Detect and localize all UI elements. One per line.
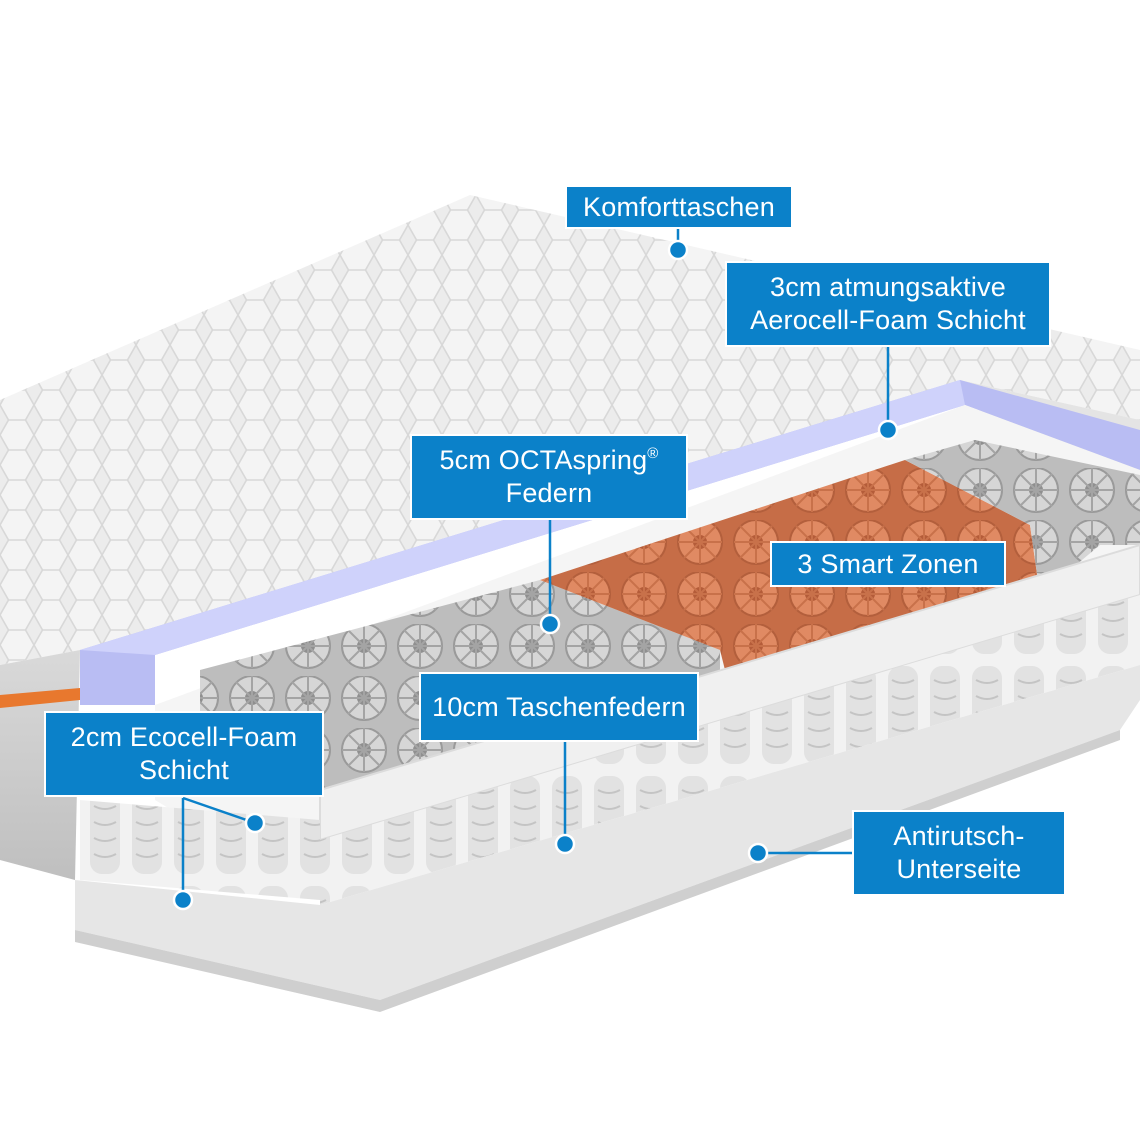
label-antirutsch-line1: Antirutsch-	[893, 821, 1025, 851]
label-taschenfedern-text: 10cm Taschenfedern	[432, 691, 686, 722]
registered-mark: ®	[647, 445, 659, 462]
label-aerocell-foam: 3cm atmungsaktive Aerocell-Foam Schicht	[725, 261, 1051, 347]
base-layer	[75, 665, 1140, 1000]
label-taschenfedern: 10cm Taschenfedern	[419, 672, 699, 742]
pocket-springs-side	[320, 595, 1140, 905]
label-octaspring-line2: Federn	[505, 478, 593, 508]
label-octaspring-text: 5cm OCTAspring	[439, 445, 648, 475]
label-smart-zonen-text: 3 Smart Zonen	[797, 548, 979, 579]
label-antirutsch-line2: Unterseite	[896, 854, 1022, 884]
label-ecocell-line2: Schicht	[139, 755, 229, 785]
label-smart-zonen: 3 Smart Zonen	[770, 541, 1006, 587]
cover-side	[0, 650, 80, 880]
aerocell-foam-layer	[80, 380, 1140, 705]
label-komforttaschen-text: Komforttaschen	[583, 191, 775, 222]
label-ecocell-foam: 2cm Ecocell-Foam Schicht	[44, 711, 324, 797]
label-ecocell-line1: 2cm Ecocell-Foam	[70, 722, 298, 752]
label-octaspring-line1: 5cm OCTAspring®	[439, 444, 658, 477]
label-aerocell-line2: Aerocell-Foam Schicht	[750, 305, 1026, 335]
label-antirutsch-unterseite: Antirutsch- Unterseite	[852, 810, 1066, 896]
label-aerocell-line1: 3cm atmungsaktive	[770, 272, 1006, 302]
octaspring-grey-right	[905, 440, 1140, 595]
label-octaspring-federn: 5cm OCTAspring® Federn	[410, 434, 688, 520]
orange-piping	[0, 688, 80, 708]
callout-dots	[172, 239, 899, 911]
label-komforttaschen: Komforttaschen	[565, 185, 793, 229]
